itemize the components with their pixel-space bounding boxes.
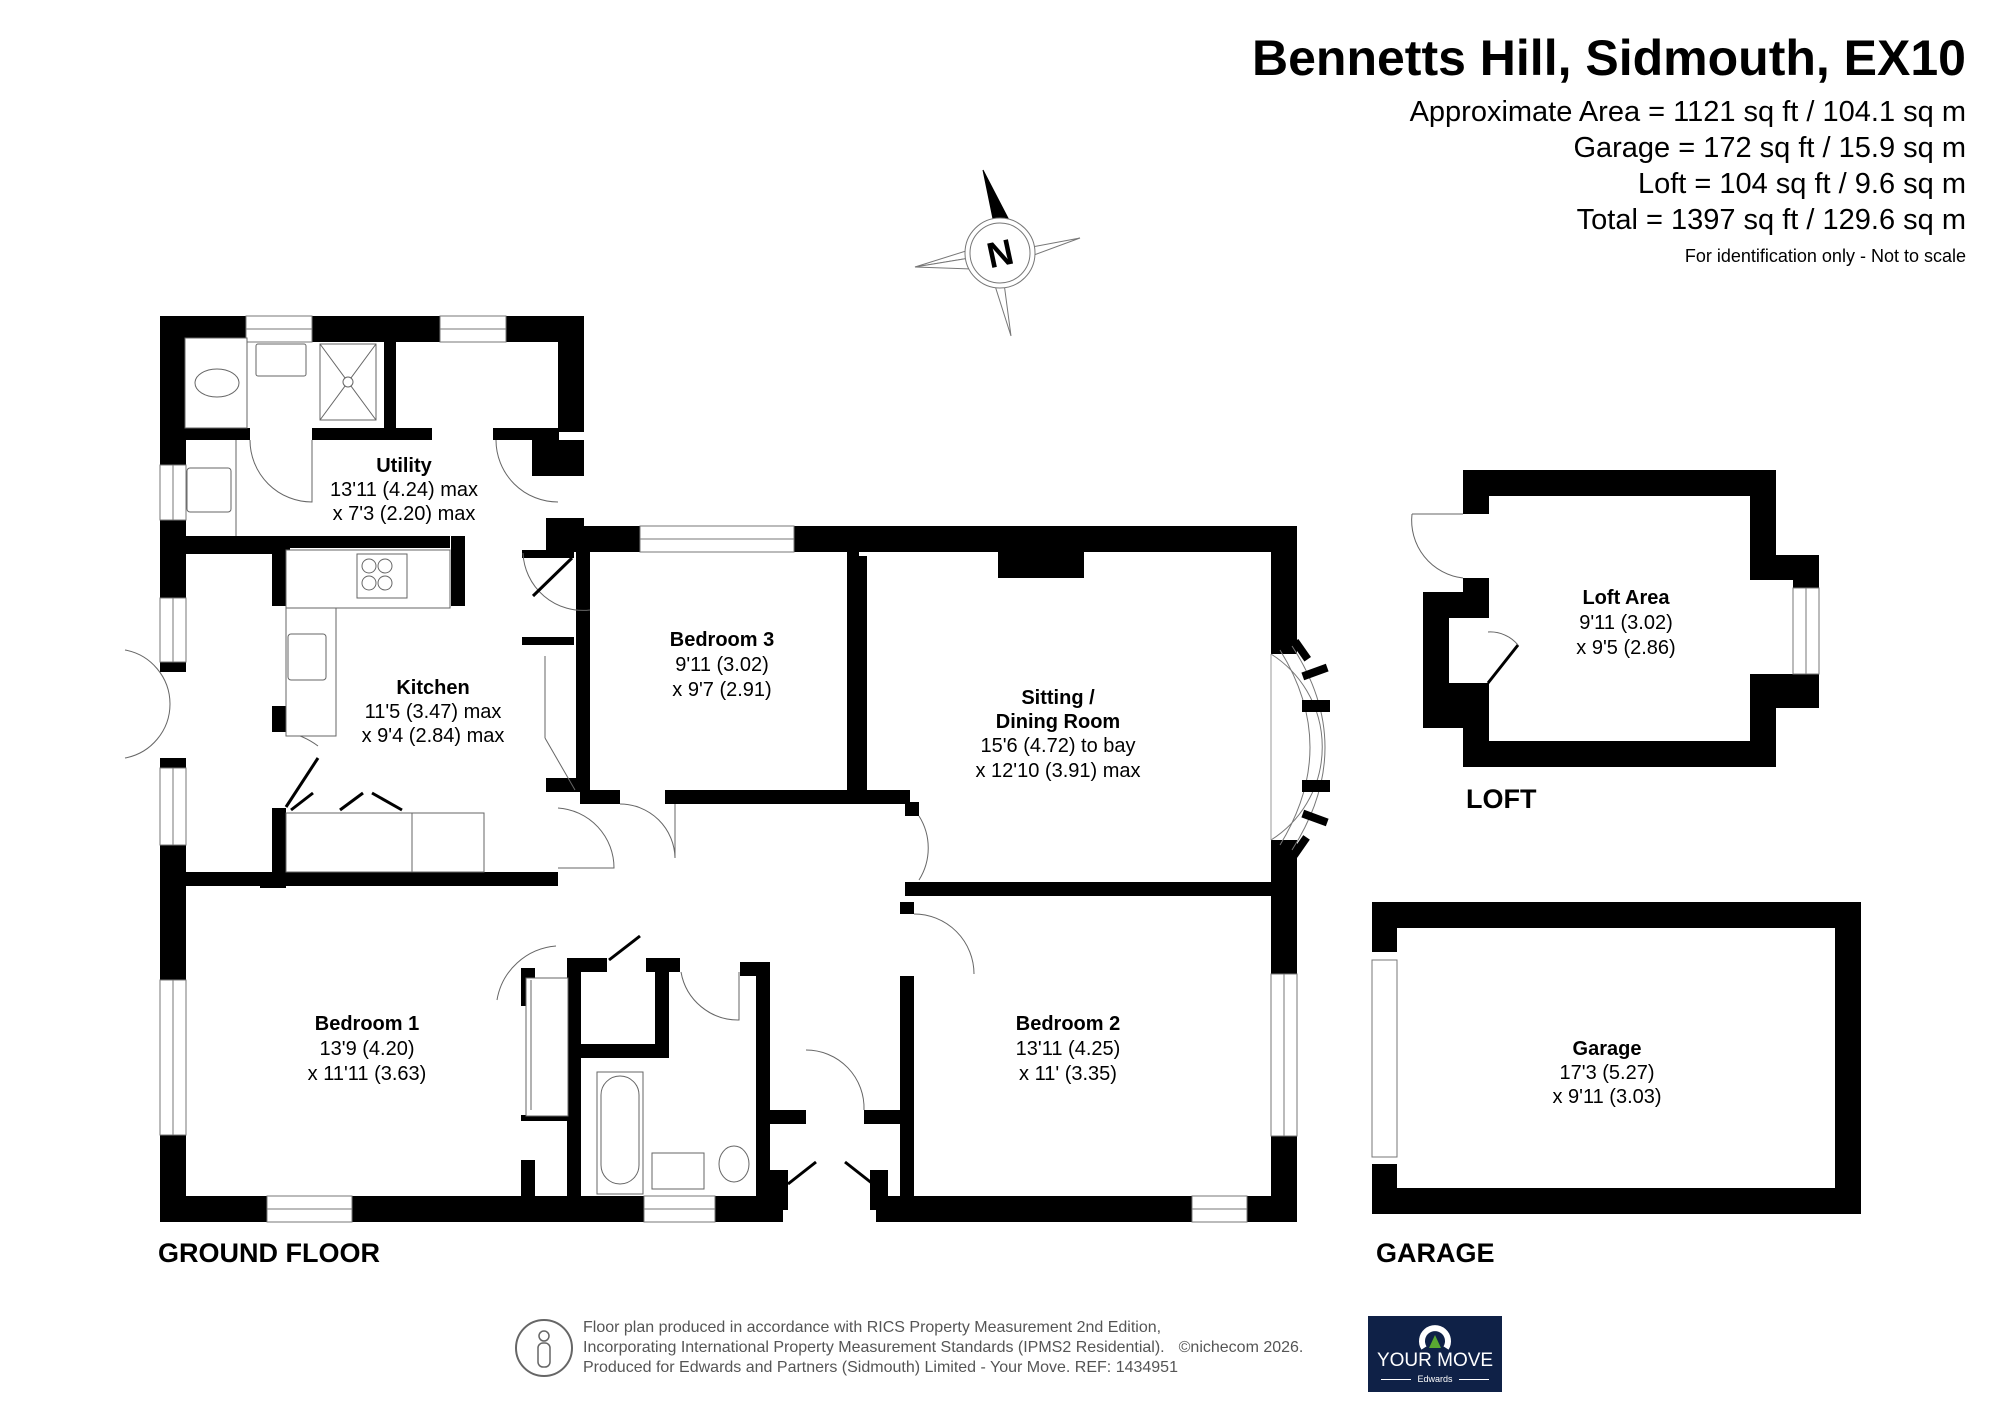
svg-text:x 11' (3.35): x 11' (3.35)	[1019, 1063, 1117, 1085]
svg-text:15'6 (4.72) to bay: 15'6 (4.72) to bay	[980, 735, 1135, 757]
garage-plan: Garage 17'3 (5.27) x 9'11 (3.03) GARAGE	[1371, 902, 1861, 1268]
footer-text: Floor plan produced in accordance with R…	[583, 1318, 1303, 1378]
room-utility-name: Utility	[376, 455, 432, 477]
room-bedroom2-name: Bedroom 2	[1016, 1013, 1120, 1035]
svg-text:9'11 (3.02): 9'11 (3.02)	[675, 654, 769, 676]
copyright: ©nichecom 2026.	[1178, 1339, 1304, 1356]
area-summary: Approximate Area = 1121 sq ft / 104.1 sq…	[1252, 94, 1966, 238]
svg-text:x 7'3 (2.20) max: x 7'3 (2.20) max	[333, 503, 476, 525]
total-area: Total = 1397 sq ft / 129.6 sq m	[1576, 204, 1966, 236]
svg-text:13'11 (4.24) max: 13'11 (4.24) max	[330, 479, 478, 501]
room-sitting-dining-name: Sitting /	[1021, 687, 1095, 709]
loft-area: Loft = 104 sq ft / 9.6 sq m	[1637, 168, 1966, 200]
svg-text:17'3 (5.27): 17'3 (5.27)	[1560, 1062, 1655, 1084]
logo-name: YOUR MOVE	[1376, 1350, 1494, 1371]
footer-line-3: Produced for Edwards and Partners (Sidmo…	[583, 1359, 1178, 1376]
logo-subtitle: Edwards	[1368, 1374, 1502, 1384]
approximate-area: Approximate Area = 1121 sq ft / 104.1 sq…	[1409, 96, 1966, 128]
footer-line-1: Floor plan produced in accordance with R…	[583, 1319, 1162, 1336]
svg-text:Dining Room: Dining Room	[996, 711, 1120, 733]
svg-text:x 9'4 (2.84) max: x 9'4 (2.84) max	[362, 725, 505, 747]
svg-text:x 9'11 (3.03): x 9'11 (3.03)	[1552, 1086, 1661, 1108]
svg-text:9'11 (3.02): 9'11 (3.02)	[1579, 612, 1673, 634]
fixtures	[184, 337, 750, 1195]
room-garage-name: Garage	[1573, 1038, 1642, 1060]
svg-text:13'11 (4.25): 13'11 (4.25)	[1016, 1038, 1121, 1060]
room-loft-name: Loft Area	[1582, 587, 1670, 609]
loft-plan: Loft Area 9'11 (3.02) x 9'5 (2.86) LOFT	[1411, 470, 1820, 814]
svg-text:x 12'10 (3.91) max: x 12'10 (3.91) max	[975, 760, 1140, 782]
room-kitchen-name: Kitchen	[396, 677, 469, 699]
doors	[124, 439, 975, 1111]
compass-north-icon: N	[914, 169, 1081, 337]
ground-floor-labels: Utility 13'11 (4.24) max x 7'3 (2.20) ma…	[158, 455, 1141, 1268]
room-bedroom1-name: Bedroom 1	[315, 1013, 419, 1035]
svg-text:x 9'5 (2.86): x 9'5 (2.86)	[1576, 637, 1675, 659]
ground-floor-walls	[160, 316, 1297, 1222]
person-info-icon	[515, 1319, 573, 1377]
disclaimer: For identification only - Not to scale	[1684, 246, 1966, 266]
garage-area: Garage = 172 sq ft / 15.9 sq m	[1573, 132, 1966, 164]
bay-window	[1270, 638, 1330, 858]
ground-floor-windows	[159, 315, 1298, 1223]
svg-text:13'9 (4.20): 13'9 (4.20)	[320, 1038, 415, 1060]
svg-text:11'5 (3.47) max: 11'5 (3.47) max	[365, 701, 502, 723]
logo-arch-icon	[1419, 1325, 1451, 1350]
header: Bennetts Hill, Sidmouth, EX10 Approximat…	[1252, 28, 1966, 267]
property-title: Bennetts Hill, Sidmouth, EX10	[1252, 30, 1966, 86]
door-leaves	[284, 556, 874, 1186]
loft-label: LOFT	[1466, 784, 1537, 814]
ground-floor-label: GROUND FLOOR	[158, 1238, 380, 1268]
svg-text:x 11'11 (3.63): x 11'11 (3.63)	[308, 1063, 427, 1085]
footer: Floor plan produced in accordance with R…	[515, 1318, 1303, 1378]
svg-text:x 9'7 (2.91): x 9'7 (2.91)	[672, 679, 771, 701]
footer-line-2: Incorporating International Property Mea…	[583, 1339, 1165, 1356]
garage-label: GARAGE	[1376, 1238, 1495, 1268]
your-move-logo: YOUR MOVE Edwards	[1368, 1316, 1502, 1392]
room-bedroom3-name: Bedroom 3	[670, 629, 774, 651]
